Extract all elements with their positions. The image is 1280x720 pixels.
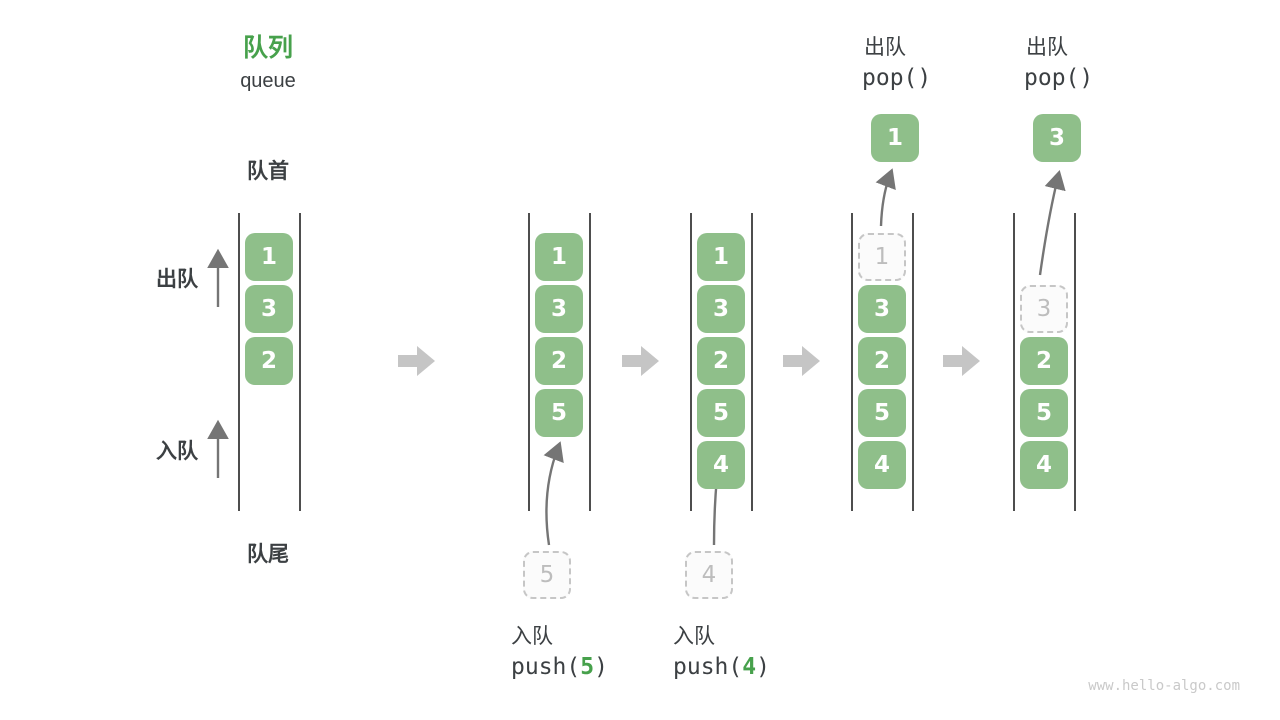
popped-item: 1 — [871, 114, 919, 162]
watermark: www.hello-algo.com — [1088, 678, 1240, 694]
queue-item-ghost: 1 — [858, 233, 906, 281]
queue-item: 5 — [697, 389, 745, 437]
queue-item: 5 — [1020, 389, 1068, 437]
staged-item: 5 — [523, 551, 571, 599]
operation-code: push(4) — [673, 654, 770, 680]
operation-code: pop() — [862, 65, 931, 91]
operation-label: 出队 — [864, 36, 906, 59]
operation-code-text: pop() — [1024, 65, 1094, 91]
operation-code-text: ) — [594, 654, 608, 680]
operation-label: 入队 — [511, 625, 553, 648]
queue-wall-right — [1074, 213, 1076, 511]
enqueue-direction-label: 入队 — [156, 440, 198, 463]
queue-item-ghost: 3 — [1020, 285, 1068, 333]
queue-item: 2 — [535, 337, 583, 385]
push-5-arrow-icon — [543, 441, 564, 546]
page-subtitle: queue — [240, 70, 296, 92]
queue-item: 2 — [1020, 337, 1068, 385]
queue-item: 2 — [697, 337, 745, 385]
operation-code-text: push( — [511, 654, 581, 680]
page-title: 队列 — [242, 34, 293, 62]
operation-code: push(5) — [511, 654, 608, 680]
queue-item: 2 — [858, 337, 906, 385]
dequeue-direction-label: 出队 — [156, 268, 198, 291]
pop-3-arrow-icon — [1038, 170, 1066, 276]
queue-item: 1 — [697, 233, 745, 281]
queue-wall-left — [690, 213, 692, 511]
queue-item: 4 — [1020, 441, 1068, 489]
popped-item: 3 — [1033, 114, 1081, 162]
queue-item: 5 — [858, 389, 906, 437]
queue-wall-right — [589, 213, 591, 511]
operation-arg: 5 — [580, 654, 595, 680]
queue-item: 4 — [858, 441, 906, 489]
queue-wall-right — [912, 213, 914, 511]
queue-item: 3 — [535, 285, 583, 333]
queue-item: 1 — [535, 233, 583, 281]
queue-item: 3 — [858, 285, 906, 333]
queue-rear-label: 队尾 — [247, 543, 289, 566]
queue-wall-left — [1013, 213, 1015, 511]
queue-wall-left — [528, 213, 530, 511]
queue-item: 5 — [535, 389, 583, 437]
operation-code-text: push( — [673, 654, 743, 680]
staged-item: 4 — [685, 551, 733, 599]
operation-label: 出队 — [1026, 36, 1068, 59]
queue-front-label: 队首 — [247, 160, 289, 183]
queue-item: 3 — [697, 285, 745, 333]
operation-code-text: ) — [756, 654, 770, 680]
queue-wall-left — [851, 213, 853, 511]
queue-item: 2 — [245, 337, 293, 385]
transition-arrow-icon — [783, 346, 820, 376]
queue-wall-right — [299, 213, 301, 511]
operation-arg: 4 — [742, 654, 757, 680]
queue-item: 1 — [245, 233, 293, 281]
queue-wall-left — [238, 213, 240, 511]
transition-arrow-icon — [398, 346, 435, 376]
transition-arrow-icon — [943, 346, 980, 376]
pop-1-arrow-icon — [875, 168, 896, 227]
queue-item: 4 — [697, 441, 745, 489]
transition-arrow-icon — [622, 346, 659, 376]
operation-code-text: pop() — [862, 65, 932, 91]
operation-label: 入队 — [673, 625, 715, 648]
queue-wall-right — [751, 213, 753, 511]
queue-item: 3 — [245, 285, 293, 333]
operation-code: pop() — [1024, 65, 1093, 91]
